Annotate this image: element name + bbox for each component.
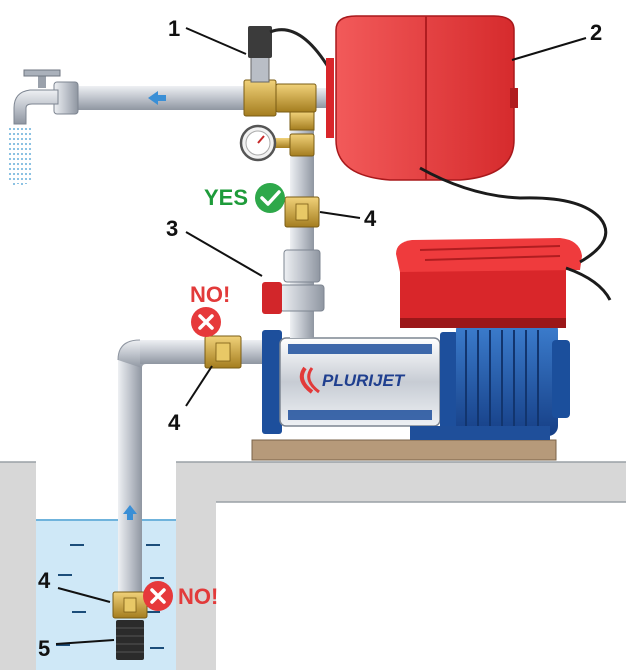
yes-label: YES (204, 185, 248, 210)
power-cable (419, 166, 608, 264)
no-label-top: NO! (190, 282, 230, 307)
label-strainer: 5 (38, 636, 50, 661)
pressure-tank (326, 15, 518, 181)
strainer (116, 620, 144, 660)
controller-cable (565, 266, 612, 301)
pump-base (251, 439, 557, 461)
cross-circle-icon-top (191, 307, 221, 337)
label-check-valve-bottom: 4 (38, 568, 51, 593)
water-stream (9, 128, 31, 188)
pump-motor (410, 320, 570, 440)
pump-body: PLURIJET (262, 330, 458, 434)
label-tank: 2 (590, 20, 602, 45)
label-pressure-switch: 1 (168, 16, 180, 41)
faucet-icon (13, 69, 79, 125)
check-valve-bottom (112, 591, 148, 619)
pressure-gauge-icon (239, 124, 315, 162)
check-valve-suction (204, 335, 242, 369)
flow-arrow-left-icon (148, 91, 166, 105)
check-circle-icon (255, 183, 285, 213)
flow-arrow-icon (123, 505, 137, 520)
ground (0, 461, 626, 670)
label-check-valve-discharge: 4 (364, 206, 377, 231)
no-label-bottom: NO! (178, 584, 218, 609)
brand-label: PLURIJET (322, 371, 406, 390)
check-valve-discharge (284, 196, 320, 228)
pressure-controller (396, 238, 582, 328)
leader-lines (55, 27, 587, 645)
pressure-switch (248, 26, 332, 83)
top-fittings (243, 79, 317, 131)
label-check-valve-suction: 4 (168, 410, 181, 435)
label-ball-valve: 3 (166, 216, 178, 241)
cross-circle-icon-bottom (143, 581, 173, 611)
suction-pipe (117, 339, 270, 600)
ball-valve (262, 282, 325, 314)
